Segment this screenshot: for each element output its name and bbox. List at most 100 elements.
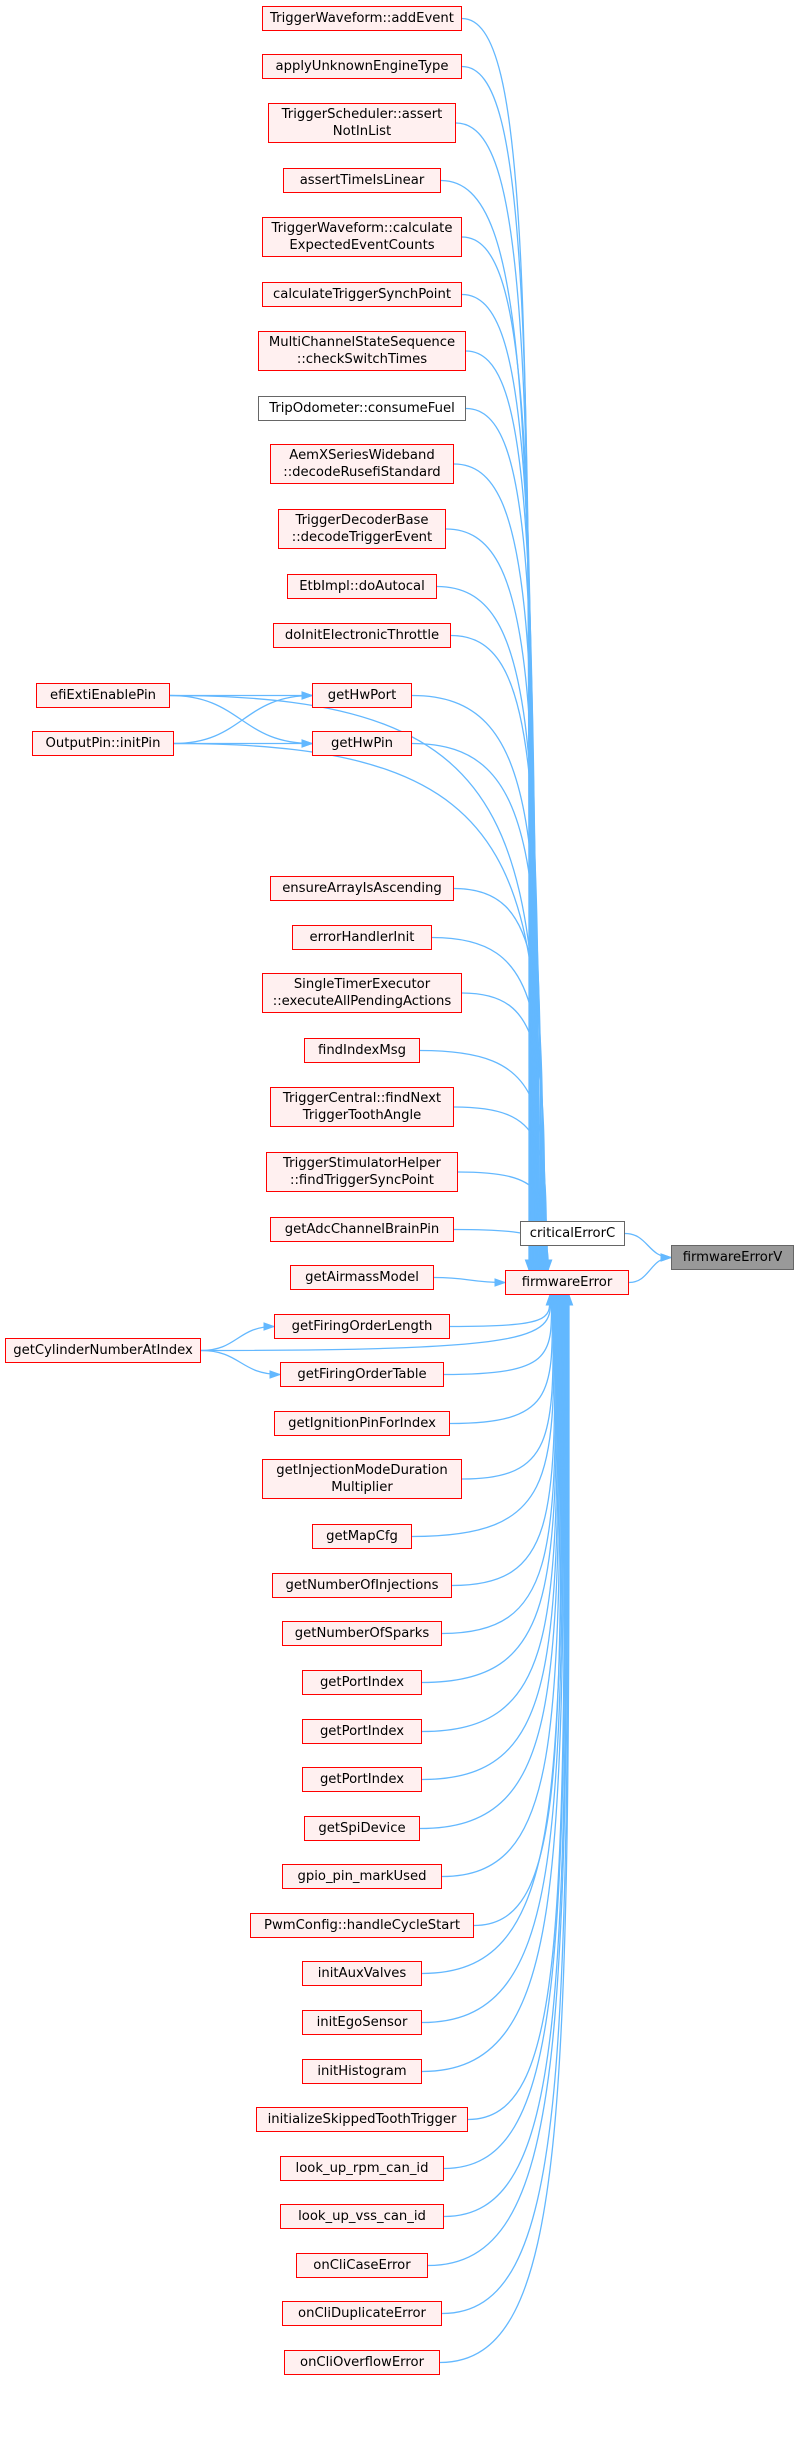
edge-getNumberOfInjections-to-firmwareError (451, 1294, 556, 1587)
edge-calculateTriggerSynchPoint-to-firmwareError (461, 293, 535, 1271)
node-get-port-index-3[interactable]: getPortIndex (302, 1767, 422, 1792)
node-on-cli-duplicate-error[interactable]: onCliDuplicateError (282, 2301, 442, 2326)
edge-getAirmassModel-to-firmwareError-arrowhead (494, 1278, 507, 1287)
edge-getNumberOfSparks-to-firmwareError (441, 1294, 557, 1635)
node-do-init-electronic-throttle[interactable]: doInitElectronicThrottle (273, 623, 451, 648)
edge-efiExtiEnablePin-to-getHwPin (169, 694, 313, 745)
edge-efiExtiEnablePin-to-firmwareError (169, 694, 541, 1271)
edge-initEgoSensor-to-firmwareError (421, 1294, 564, 2024)
node-get-ignition-pin-for-index[interactable]: getIgnitionPinForIndex (274, 1411, 450, 1436)
node-get-hw-pin[interactable]: getHwPin (312, 731, 412, 756)
node-get-map-cfg[interactable]: getMapCfg (312, 1524, 412, 1549)
node-look-up-vss-can-id[interactable]: look_up_vss_can_id (280, 2204, 444, 2229)
edge-getPortIndex2-to-firmwareError (421, 1294, 559, 1733)
node-assert-not-in-list[interactable]: TriggerScheduler::assert NotInList (268, 103, 456, 143)
node-calculate-trigger-synch-point[interactable]: calculateTriggerSynchPoint (262, 282, 462, 307)
node-critical-error-c[interactable]: criticalErrorC (520, 1221, 625, 1246)
edge-getPortIndex1-to-firmwareError (421, 1294, 558, 1684)
node-firmware-error-v: firmwareErrorV (671, 1245, 794, 1270)
node-init-ego-sensor[interactable]: initEgoSensor (302, 2010, 422, 2035)
edge-look_up_vss_can_id-to-firmwareError (443, 1294, 568, 2218)
edge-getCylinderNumberAtIndex-to-getFiringOrderTable (200, 1349, 281, 1376)
edge-onCliOverflowError-to-firmwareError (439, 1294, 570, 2364)
node-handle-cycle-start[interactable]: PwmConfig::handleCycleStart (250, 1913, 474, 1938)
node-efi-exti-enable-pin[interactable]: efiExtiEnablePin (36, 683, 170, 708)
edge-addEvent-to-firmwareError (461, 17, 530, 1271)
edge-assertTimeIsLinear-to-firmwareError (440, 179, 533, 1271)
node-get-spi-device[interactable]: getSpiDevice (304, 1816, 420, 1841)
node-gpio-pin-mark-used[interactable]: gpio_pin_markUsed (282, 1864, 442, 1889)
edge-getCylinderNumberAtIndex-to-getFiringOrderTable-arrowhead (269, 1370, 282, 1379)
node-init-pin[interactable]: OutputPin::initPin (32, 731, 174, 756)
node-find-index-msg[interactable]: findIndexMsg (304, 1038, 420, 1063)
edge-getInjectionModeDurationMultiplier-to-firmwareError (461, 1294, 555, 1480)
edge-getIgnitionPinForIndex-to-firmwareError (449, 1294, 554, 1425)
node-get-port-index-1[interactable]: getPortIndex (302, 1670, 422, 1695)
node-consume-fuel[interactable]: TripOdometer::consumeFuel (258, 396, 466, 421)
node-apply-unknown-engine-type[interactable]: applyUnknownEngineType (262, 54, 462, 79)
edge-onCliDuplicateError-to-firmwareError (441, 1294, 569, 2315)
edge-onCliCaseError-to-firmwareError (427, 1294, 568, 2267)
node-error-handler-init[interactable]: errorHandlerInit (292, 925, 432, 950)
node-find-next-trigger-tooth-angle[interactable]: TriggerCentral::findNext TriggerToothAng… (270, 1087, 454, 1127)
edge-getAirmassModel-to-firmwareError (433, 1276, 506, 1284)
node-get-number-of-injections[interactable]: getNumberOfInjections (272, 1573, 452, 1598)
node-initialize-skipped-tooth-trigger[interactable]: initializeSkippedToothTrigger (256, 2107, 468, 2132)
node-execute-all-pending-actions[interactable]: SingleTimerExecutor ::executeAllPendingA… (262, 973, 462, 1013)
edge-applyUnknownEngineType-to-firmwareError (461, 65, 531, 1271)
node-look-up-rpm-can-id[interactable]: look_up_rpm_can_id (280, 2156, 444, 2181)
node-get-cylinder-number-at-index[interactable]: getCylinderNumberAtIndex (5, 1338, 201, 1363)
node-on-cli-case-error[interactable]: onCliCaseError (296, 2253, 428, 2278)
edge-assertNotInList-to-firmwareError (455, 122, 532, 1271)
node-assert-time-is-linear[interactable]: assertTimeIsLinear (283, 168, 441, 193)
edge-getPortIndex3-to-firmwareError (421, 1294, 560, 1781)
edge-initPin-to-getHwPin-arrowhead (301, 739, 314, 748)
edge-getMapCfg-to-firmwareError (411, 1294, 555, 1538)
edge-initializeSkippedToothTrigger-to-firmwareError (467, 1294, 566, 2121)
edge-decodeTriggerEvent-to-firmwareError (445, 528, 538, 1271)
node-check-switch-times[interactable]: MultiChannelStateSequence ::checkSwitchT… (258, 331, 466, 371)
edge-onCliOverflowError-to-firmwareError-arrowhead (564, 1293, 574, 1306)
node-get-adc-channel-brain-pin[interactable]: getAdcChannelBrainPin (270, 1217, 454, 1242)
node-get-hw-port[interactable]: getHwPort (312, 683, 412, 708)
edge-getSpiDevice-to-firmwareError (419, 1294, 561, 1830)
edge-getHwPort-to-firmwareError (411, 694, 541, 1271)
node-get-number-of-sparks[interactable]: getNumberOfSparks (282, 1621, 442, 1646)
node-do-autocal[interactable]: EtbImpl::doAutocal (287, 574, 437, 599)
edge-getCylinderNumberAtIndex-to-firmwareError (200, 1294, 552, 1352)
node-find-trigger-sync-point[interactable]: TriggerStimulatorHelper ::findTriggerSyn… (266, 1152, 458, 1192)
edge-initPin-to-getHwPort-arrowhead (301, 691, 314, 700)
edge-firmwareError-to-firmwareErrorV-arrowhead (660, 1253, 673, 1262)
edge-initAuxValves-to-firmwareError (421, 1294, 563, 1975)
node-get-firing-order-length[interactable]: getFiringOrderLength (274, 1314, 450, 1339)
edge-criticalErrorC-to-firmwareErrorV (624, 1232, 672, 1259)
node-firmware-error[interactable]: firmwareError (505, 1270, 629, 1295)
node-calculate-expected-event-counts[interactable]: TriggerWaveform::calculate ExpectedEvent… (262, 217, 462, 257)
node-ensure-array-is-ascending[interactable]: ensureArrayIsAscending (270, 876, 454, 901)
edge-initPin-to-getHwPort (173, 694, 313, 745)
edge-handleCycleStart-to-firmwareError (473, 1294, 562, 1927)
edge-initHistogram-to-firmwareError (421, 1294, 565, 2073)
node-decode-trigger-event[interactable]: TriggerDecoderBase ::decodeTriggerEvent (278, 509, 446, 549)
node-init-histogram[interactable]: initHistogram (302, 2059, 422, 2084)
edge-getFiringOrderTable-to-firmwareError (443, 1294, 553, 1376)
node-init-aux-valves[interactable]: initAuxValves (302, 1961, 422, 1986)
edge-decodeRusefiStandard-to-firmwareError (453, 463, 537, 1271)
node-decode-rusefi-standard[interactable]: AemXSeriesWideband ::decodeRusefiStandar… (270, 444, 454, 484)
node-get-port-index-2[interactable]: getPortIndex (302, 1719, 422, 1744)
edge-getCylinderNumberAtIndex-to-getFiringOrderLength-arrowhead (263, 1322, 276, 1331)
node-get-airmass-model[interactable]: getAirmassModel (290, 1265, 434, 1290)
edge-getAdcChannelBrainPin-to-firmwareError-arrowhead (543, 1259, 553, 1272)
edge-getCylinderNumberAtIndex-to-getFiringOrderLength (200, 1325, 275, 1352)
edge-look_up_rpm_can_id-to-firmwareError (443, 1294, 567, 2170)
edge-findIndexMsg-to-firmwareError (419, 1049, 547, 1271)
edge-firmwareError-to-firmwareErrorV (628, 1256, 672, 1284)
edge-gpio_pin_markUsed-to-firmwareError (441, 1294, 561, 1878)
edge-getFiringOrderLength-to-firmwareError (449, 1294, 551, 1328)
node-add-event[interactable]: TriggerWaveform::addEvent (262, 6, 462, 31)
node-get-injection-mode-duration-multiplier[interactable]: getInjectionModeDuration Multiplier (262, 1459, 462, 1499)
node-on-cli-overflow-error[interactable]: onCliOverflowError (284, 2350, 440, 2375)
node-get-firing-order-table[interactable]: getFiringOrderTable (280, 1362, 444, 1387)
